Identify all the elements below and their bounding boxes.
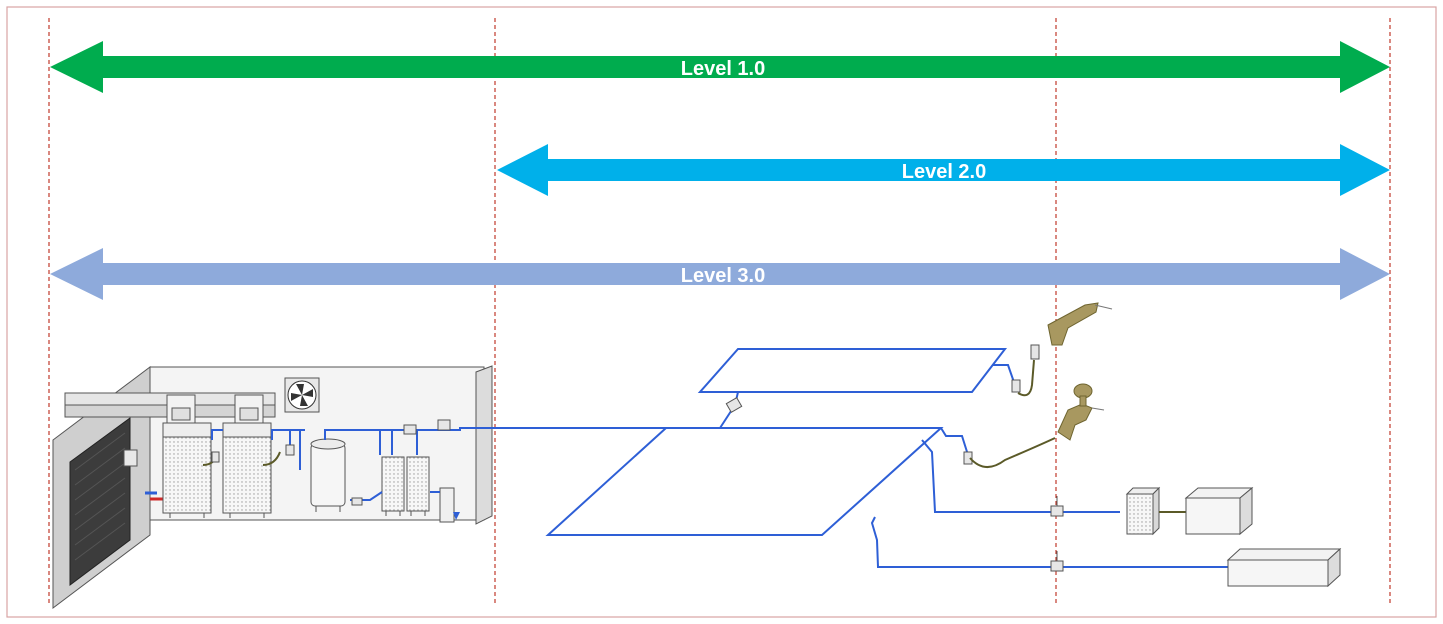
room-door <box>69 417 131 586</box>
level-2-label: Level 2.0 <box>902 161 987 183</box>
fan-icon <box>284 377 320 413</box>
valve-icon <box>1030 344 1040 360</box>
dryer-icon <box>1125 486 1161 536</box>
level-3-label: Level 3.0 <box>681 265 766 287</box>
room-piping <box>211 427 484 501</box>
spray-gun-icon <box>1047 302 1113 346</box>
compressor-icon <box>162 394 212 518</box>
level-3-arrow: Level 3.0 <box>50 248 1390 300</box>
valve-icon <box>1011 379 1021 393</box>
upper-ring-loop <box>697 348 1008 393</box>
machine-icon <box>1226 547 1342 588</box>
wall-control-box <box>123 449 138 467</box>
air-receiver-tank-icon <box>310 438 346 512</box>
end-use-equipment <box>1125 486 1342 588</box>
level-1-label: Level 1.0 <box>681 58 766 80</box>
spray-gun-icon <box>1057 383 1105 441</box>
distribution-network <box>484 348 1228 568</box>
valve-icon <box>211 419 451 506</box>
spray-gun-1 <box>1017 302 1113 397</box>
distribution-valves <box>725 379 1064 572</box>
drain-outlet <box>453 512 460 520</box>
spray-gun-2 <box>969 383 1105 468</box>
filter-icon <box>439 487 455 523</box>
valve-icon <box>1050 505 1064 517</box>
compressor-room <box>52 365 493 610</box>
level-2-arrow: Level 2.0 <box>497 144 1390 196</box>
machine-icon <box>1184 486 1254 536</box>
dryer-icon <box>381 456 430 516</box>
valve-icon <box>725 396 743 414</box>
valve-icon <box>1050 560 1064 572</box>
compressor-icon <box>222 394 272 518</box>
valve-icon <box>963 451 973 465</box>
diagram-border <box>6 6 1437 618</box>
room-right-wall <box>475 365 493 525</box>
main-ring-loop <box>545 427 944 536</box>
level-1-arrow: Level 1.0 <box>50 41 1390 93</box>
